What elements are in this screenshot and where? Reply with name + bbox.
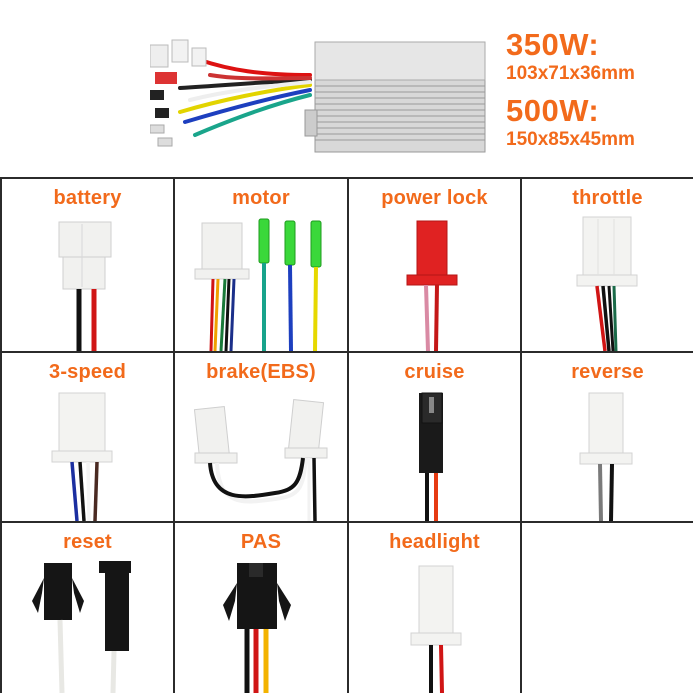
cell-power-lock: power lock <box>349 179 522 353</box>
cell-label: throttle <box>572 187 643 209</box>
cell-cruise: cruise <box>349 353 522 523</box>
power-lock-connector-icon <box>406 220 458 351</box>
spec-power-500: 500W: <box>506 93 600 128</box>
specs-panel: 350W: 103x71x36mm 500W: 150x85x45mm <box>506 28 635 160</box>
headlight-connector-icon <box>410 565 462 693</box>
cell-label: power lock <box>381 187 488 209</box>
throttle-connector-icon <box>576 216 638 351</box>
cell-label: headlight <box>389 531 480 553</box>
reset-connector-icon <box>32 561 131 693</box>
cell-headlight: headlight <box>349 523 522 693</box>
cell-empty <box>522 523 693 693</box>
cell-label: reset <box>63 531 112 553</box>
cruise-connector-icon <box>419 392 443 521</box>
cell-label: battery <box>53 187 122 209</box>
cell-reverse: reverse <box>522 353 693 523</box>
battery-connector-icon <box>58 221 112 351</box>
cell-label: motor <box>232 187 290 209</box>
pas-connector-icon <box>223 563 291 693</box>
cell-label: 3-speed <box>49 361 126 383</box>
header: 350W: 103x71x36mm 500W: 150x85x45mm <box>0 0 693 177</box>
motor-connector-icon <box>194 218 322 351</box>
cell-3-speed: 3-speed <box>2 353 175 523</box>
controller-photo <box>150 39 486 153</box>
cell-label: reverse <box>571 361 644 383</box>
cell-battery: battery <box>2 179 175 353</box>
spec-dimensions-500: 150x85x45mm <box>506 129 635 150</box>
cell-label: PAS <box>240 531 282 553</box>
brake-ebs-connector-icon <box>193 399 328 521</box>
cell-motor: motor <box>175 179 349 353</box>
3-speed-connector-icon <box>51 392 113 521</box>
cell-pas: PAS <box>175 523 349 693</box>
reverse-connector-icon <box>579 392 633 521</box>
connector-grid: battery motor power lock <box>0 177 693 693</box>
cell-throttle: throttle <box>522 179 693 353</box>
cell-reset: reset <box>2 523 175 693</box>
cell-label: cruise <box>404 361 465 383</box>
spec-power-350: 350W: <box>506 27 600 62</box>
cell-brake-ebs: brake(EBS) <box>175 353 349 523</box>
cell-label: brake(EBS) <box>206 361 316 383</box>
spec-dimensions-350: 103x71x36mm <box>506 63 635 84</box>
